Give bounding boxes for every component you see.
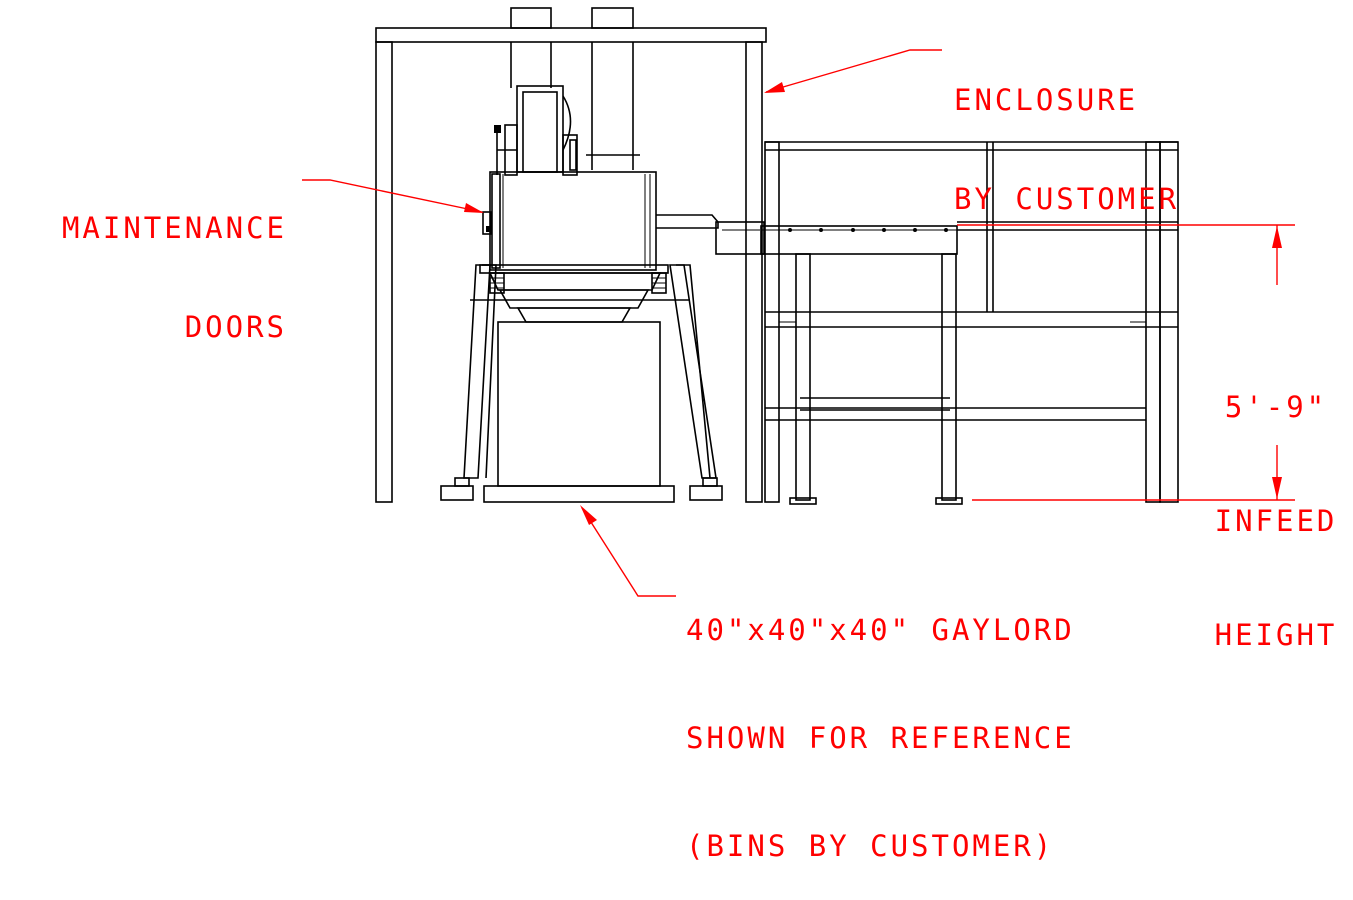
conveyor-rollers xyxy=(788,228,948,232)
guard-railing xyxy=(764,141,1179,503)
infeed-height-value: 5'-9" xyxy=(1224,390,1328,424)
gaylord-bin xyxy=(483,321,675,503)
maintenance-note: MAINTENANCE DOORS xyxy=(29,146,287,377)
gaylord-note-line-2: SHOWN FOR REFERENCE xyxy=(686,721,1075,755)
maintenance-leader xyxy=(302,179,484,213)
arrowhead-enclosure xyxy=(764,82,785,93)
vibratory-base xyxy=(479,264,669,323)
drive-housing xyxy=(494,85,578,176)
main-unit-body xyxy=(482,171,657,271)
maintenance-note-line-2: DOORS xyxy=(184,310,287,344)
infeed-conveyor xyxy=(760,225,963,505)
arrowhead-gaylord xyxy=(580,505,597,525)
arrowhead-down xyxy=(1272,477,1282,499)
enclosure-note: ENCLOSURE BY CUSTOMER xyxy=(954,18,1179,249)
enclosure-leader xyxy=(764,49,942,93)
spring-right xyxy=(651,272,667,294)
machine-elevation-drawing xyxy=(302,7,1295,597)
gaylord-note: 40"x40"x40" GAYLORD SHOWN FOR REFERENCE … xyxy=(686,540,1075,900)
support-stand xyxy=(440,264,723,501)
infeed-height-note: 5'-9" INFEED HEIGHT xyxy=(1205,312,1347,692)
enclosure-frame xyxy=(375,27,767,503)
arrowhead-up xyxy=(1272,226,1282,248)
gaylord-note-line-1: 40"x40"x40" GAYLORD xyxy=(686,613,1075,647)
spring-left xyxy=(489,272,505,294)
enclosure-note-line-2: BY CUSTOMER xyxy=(954,182,1180,216)
infeed-height-line-3: HEIGHT xyxy=(1214,618,1338,652)
enclosure-note-line-1: ENCLOSURE xyxy=(954,83,1139,117)
infeed-height-line-2: INFEED xyxy=(1214,504,1338,538)
arrowhead-maintenance xyxy=(464,203,484,213)
gaylord-note-line-3: (BINS BY CUSTOMER) xyxy=(686,829,1055,863)
infeed-height-dimension xyxy=(957,224,1295,501)
exhaust-stacks xyxy=(510,7,640,170)
transfer-chute xyxy=(656,214,765,255)
maintenance-note-line-1: MAINTENANCE xyxy=(61,211,287,245)
gaylord-leader xyxy=(580,505,676,597)
